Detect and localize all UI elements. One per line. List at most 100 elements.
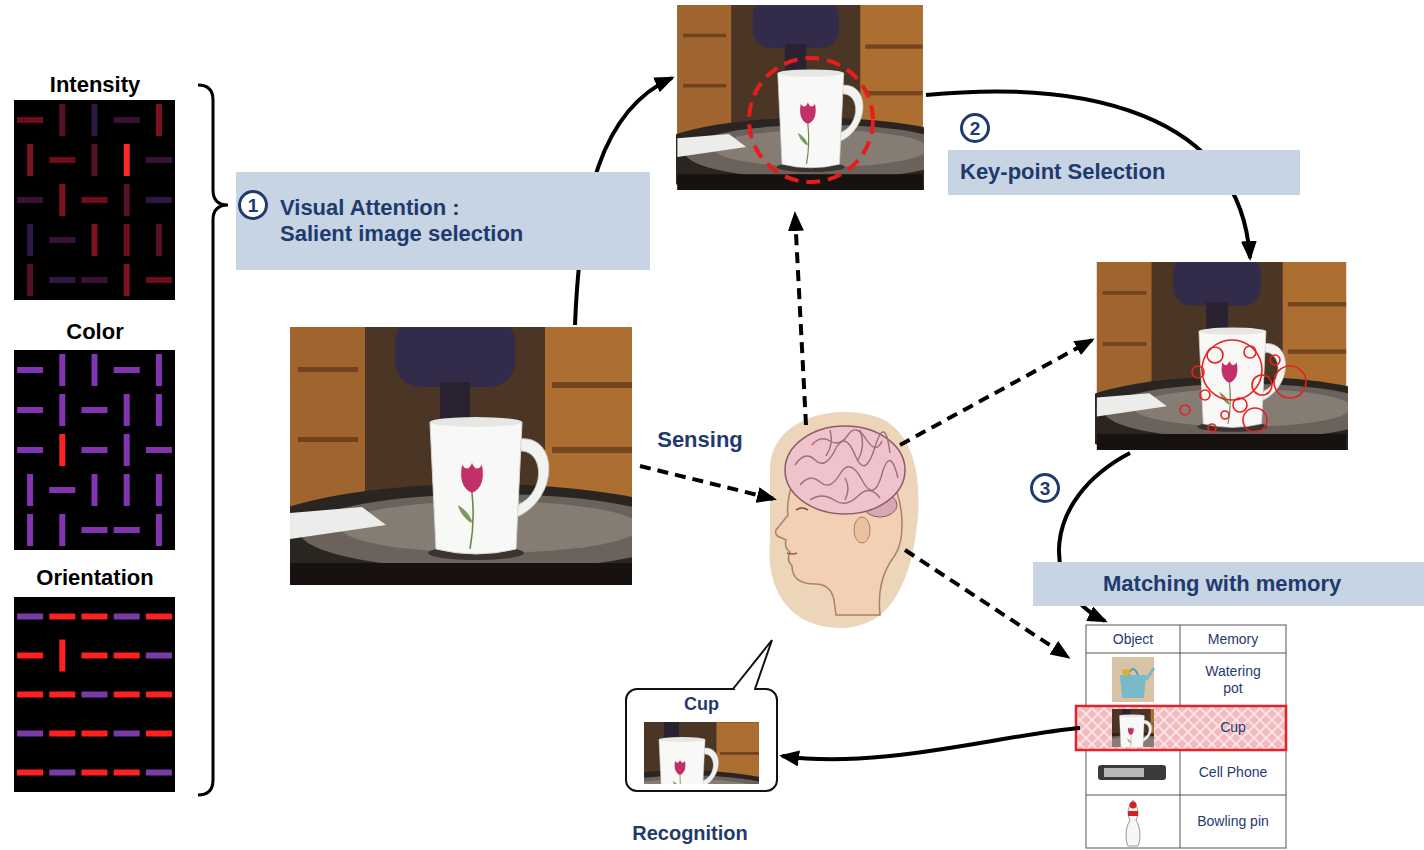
feature-bar [49, 237, 75, 243]
head-illustration [787, 553, 797, 554]
object-icon [1122, 669, 1130, 675]
feature-bar [82, 277, 108, 283]
head-illustration [826, 430, 863, 500]
table-header: Object [1088, 631, 1178, 648]
feature-bar [124, 474, 130, 506]
object-icon [1130, 802, 1137, 809]
feature-bar [146, 447, 172, 453]
feature-map [14, 597, 175, 792]
bubble-tail [733, 640, 772, 689]
object-icon [1068, 687, 1198, 764]
keypoint-circle [1208, 424, 1216, 432]
feature-bar [17, 692, 43, 698]
feature-bar [114, 367, 140, 373]
table-cell: Cup [1183, 719, 1283, 736]
feature-bar [146, 157, 172, 163]
table-grid [1076, 625, 1286, 848]
keypoint-circle [1270, 355, 1280, 365]
keypoint-circle [1252, 375, 1272, 395]
feature-bar [124, 184, 130, 216]
head-illustration [769, 412, 918, 628]
feature-bar [59, 184, 65, 216]
caption-text: Recognition [605, 821, 775, 845]
table-cell: Cell Phone [1183, 764, 1283, 781]
step-band: Key-point Selection [948, 150, 1300, 195]
feature-bar [82, 527, 108, 533]
flow-arrow [782, 728, 1080, 759]
bracket [198, 85, 228, 795]
callout-number: 3 [1030, 473, 1060, 503]
head-illustration [796, 508, 808, 510]
table-grid [1086, 653, 1286, 654]
feature-map [14, 100, 175, 300]
head-illustration [854, 517, 870, 543]
feature-bar [59, 394, 65, 426]
feature-bar [49, 692, 75, 698]
feature-bar [156, 474, 162, 506]
feature-bar [92, 354, 98, 386]
keypoint-circle [1274, 366, 1306, 398]
table-cell: Watering pot [1197, 663, 1269, 697]
feature-bar [17, 117, 43, 123]
feature-bar [59, 514, 65, 546]
feature-bar [146, 692, 172, 698]
feature-bar [59, 640, 65, 672]
feature-bar [124, 264, 130, 296]
keypoint-circle [1200, 390, 1210, 400]
feature-map [14, 100, 175, 792]
feature-bar [146, 731, 172, 737]
bubble-photo [644, 722, 759, 784]
feature-bar [124, 224, 130, 256]
feature-bar [27, 264, 33, 296]
keypoint-circle [1180, 340, 1306, 432]
feature-bar [114, 731, 140, 737]
feature-bar [92, 474, 98, 506]
feature-bar [146, 197, 172, 203]
bubble-photo [644, 722, 759, 784]
photo [240, 317, 720, 600]
feature-bar [82, 197, 108, 203]
feature-bar [49, 487, 75, 493]
feature-bar [27, 144, 33, 176]
step-band: Visual Attention : Salient image selecti… [236, 172, 650, 270]
feature-bar [17, 407, 43, 413]
bubble-tail [735, 687, 754, 691]
feature-bar [124, 394, 130, 426]
feature-bar [49, 731, 75, 737]
table-grid [1086, 795, 1286, 796]
feature-bar [92, 224, 98, 256]
feature-bar [59, 104, 65, 136]
object-icon [1126, 800, 1140, 846]
feature-bar [114, 770, 140, 776]
head-illustration [795, 432, 890, 466]
feature-bar [114, 117, 140, 123]
photo [240, 0, 1410, 600]
feature-bar [49, 770, 75, 776]
feature-bar [156, 354, 162, 386]
feature-map [14, 597, 175, 792]
feature-bar [156, 394, 162, 426]
feature-bar [49, 277, 75, 283]
object-icon [1146, 668, 1154, 680]
feature-bar [114, 527, 140, 533]
speech-bubble: Cup [625, 688, 778, 792]
feature-map [14, 350, 175, 550]
map-title: Orientation [10, 565, 180, 591]
photo [1060, 255, 1410, 461]
feature-bar [17, 731, 43, 737]
feature-bar [82, 731, 108, 737]
feature-bar [27, 224, 33, 256]
table-header: Memory [1183, 631, 1283, 648]
feature-bar [17, 197, 43, 203]
dashed-arrow [900, 340, 1092, 445]
object-icon [1068, 657, 1198, 846]
feature-bar [114, 692, 140, 698]
feature-bar [156, 514, 162, 546]
map-title: Color [15, 319, 175, 345]
feature-bar [124, 434, 130, 466]
feature-bar [146, 653, 172, 659]
feature-bar [49, 157, 75, 163]
dashed-arrow [640, 466, 774, 499]
object-icon [1120, 675, 1146, 698]
head-illustration [810, 490, 880, 503]
